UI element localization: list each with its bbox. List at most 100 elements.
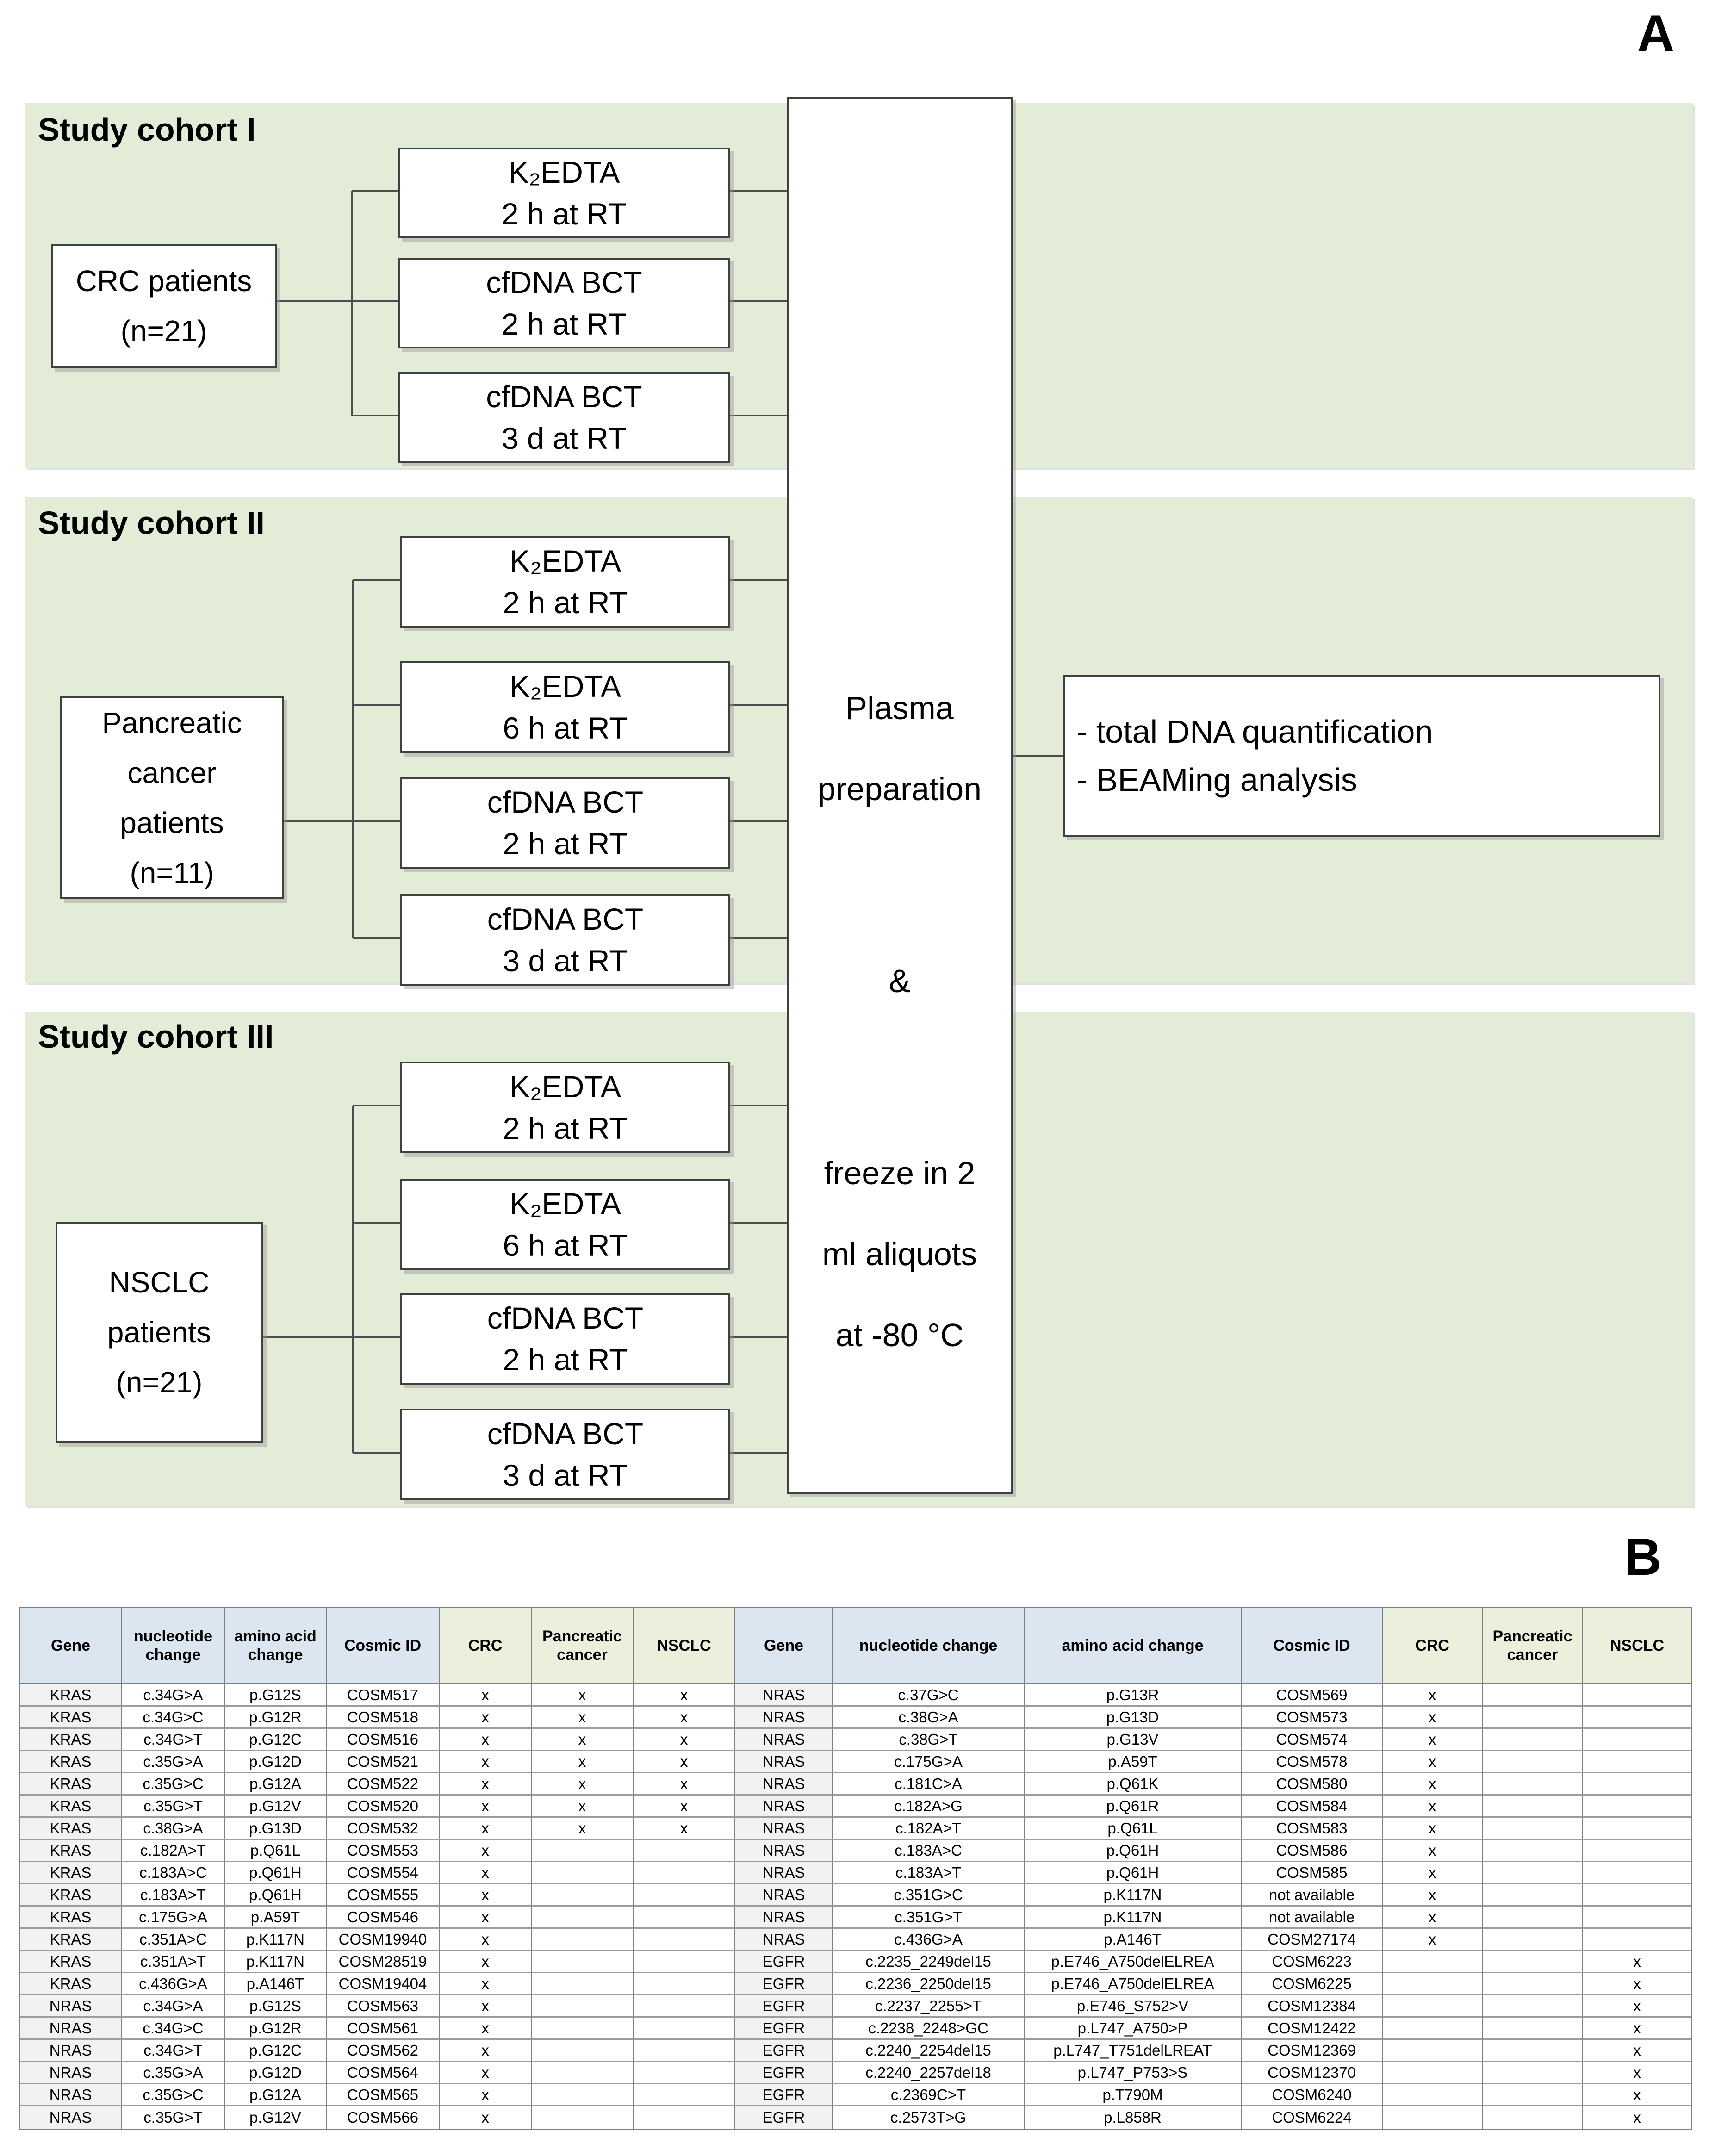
table-cell: x (1383, 1929, 1483, 1951)
table-cell (634, 1862, 735, 1884)
table-cell: COSM6225 (1242, 1973, 1383, 1995)
table-cell: c.34G>C (122, 1707, 225, 1729)
cohort-title-3: Study cohort III (38, 1019, 274, 1055)
table-cell: COSM569 (1242, 1684, 1383, 1707)
table-cell: x (1383, 1751, 1483, 1773)
table-cell: COSM517 (327, 1684, 440, 1707)
table-header-right-crc: CRC (1383, 1608, 1483, 1684)
table-cell: c.35G>C (122, 2084, 225, 2106)
table-cell: COSM27174 (1242, 1929, 1383, 1951)
table-cell: p.L858R (1025, 2106, 1242, 2129)
table-cell: x (1383, 1862, 1483, 1884)
table-cell: COSM521 (327, 1751, 440, 1773)
table-cell: x (440, 1684, 532, 1707)
table-cell: x (1383, 1840, 1483, 1862)
table-cell: x (440, 2084, 532, 2106)
table-cell: x (634, 1796, 735, 1818)
table-cell (1383, 2040, 1483, 2062)
table-cell: c.34G>T (122, 2040, 225, 2062)
table-cell (1383, 2084, 1483, 2106)
table-cell: COSM12384 (1242, 1995, 1383, 2018)
table-cell (1483, 1796, 1583, 1818)
table-cell: x (440, 1973, 532, 1995)
patient-box-2: Pancreatic cancer patients (n=11) (60, 696, 284, 899)
table-cell (532, 2106, 634, 2129)
table-cell: p.G12D (225, 1751, 327, 1773)
tube-box-1-3: cfDNA BCT 3 d at RT (398, 372, 730, 463)
table-cell (1483, 1951, 1583, 1973)
table-cell (1383, 2106, 1483, 2129)
table-cell: p.T790M (1025, 2084, 1242, 2106)
table-cell: COSM518 (327, 1707, 440, 1729)
table-cell: NRAS (735, 1729, 833, 1751)
table-cell (634, 1884, 735, 1907)
table-cell (1483, 1973, 1583, 1995)
tube-box-2-3: cfDNA BCT 2 h at RT (400, 777, 730, 869)
table-cell: c.2238_2248>GC (833, 2018, 1025, 2040)
table-cell: KRAS (20, 1907, 122, 1929)
table-cell: c.38G>T (833, 1729, 1025, 1751)
table-cell: c.182A>T (833, 1818, 1025, 1840)
table-cell: EGFR (735, 2106, 833, 2129)
table-cell: x (440, 1995, 532, 2018)
table-cell: c.351G>C (833, 1884, 1025, 1907)
table-cell (1483, 2040, 1583, 2062)
table-cell: EGFR (735, 1995, 833, 2018)
table-cell (1483, 1907, 1583, 1929)
tube-box-3-2: K₂EDTA 6 h at RT (400, 1179, 730, 1270)
table-cell: COSM585 (1242, 1862, 1383, 1884)
panel-b-label: B (1624, 1528, 1662, 1586)
table-cell: c.35G>T (122, 1796, 225, 1818)
table-cell: COSM578 (1242, 1751, 1383, 1773)
table-cell: COSM564 (327, 2062, 440, 2084)
table-cell: p.G13V (1025, 1729, 1242, 1751)
table-cell: NRAS (735, 1773, 833, 1796)
table-cell: COSM573 (1242, 1707, 1383, 1729)
table-cell (1483, 2062, 1583, 2084)
table-cell: x (1583, 1973, 1691, 1995)
table-header-left-crc: CRC (440, 1608, 532, 1684)
table-cell: NRAS (20, 2084, 122, 2106)
plasma-preparation-box: Plasma preparation & freeze in 2 ml aliq… (787, 97, 1013, 1494)
plasma-text-top: Plasma preparation (817, 690, 982, 807)
analysis-line-beaming: - BEAMing analysis (1076, 762, 1357, 798)
table-cell (1383, 1995, 1483, 2018)
table-cell: EGFR (735, 1973, 833, 1995)
table-cell: c.35G>T (122, 2106, 225, 2129)
table-cell: COSM6240 (1242, 2084, 1383, 2106)
table-cell: x (1583, 2062, 1691, 2084)
table-cell: COSM520 (327, 1796, 440, 1818)
table-cell: x (1383, 1729, 1483, 1751)
table-cell: x (532, 1684, 634, 1707)
table-cell: COSM586 (1242, 1840, 1383, 1862)
table-cell: p.K117N (225, 1929, 327, 1951)
table-cell (532, 1907, 634, 1929)
table-cell: p.A146T (225, 1973, 327, 1995)
table-cell: NRAS (735, 1840, 833, 1862)
table-cell: EGFR (735, 2018, 833, 2040)
table-cell (1583, 1707, 1691, 1729)
table-cell: not available (1242, 1884, 1383, 1907)
panel-a-label: A (1637, 5, 1675, 62)
table-cell: x (634, 1751, 735, 1773)
table-cell (1383, 1951, 1483, 1973)
table-cell: c.2573T>G (833, 2106, 1025, 2129)
table-cell: NRAS (20, 2018, 122, 2040)
table-cell: NRAS (735, 1907, 833, 1929)
table-cell (532, 1995, 634, 2018)
table-cell: NRAS (735, 1707, 833, 1729)
table-cell: EGFR (735, 1951, 833, 1973)
table-cell: c.436G>A (833, 1929, 1025, 1951)
table-cell (1483, 2106, 1583, 2129)
table-cell (634, 2084, 735, 2106)
table-cell: x (1383, 1707, 1483, 1729)
table-cell: KRAS (20, 1796, 122, 1818)
table-cell: COSM563 (327, 1995, 440, 2018)
table-cell: p.G12R (225, 2018, 327, 2040)
table-cell: x (440, 1707, 532, 1729)
table-cell (1583, 1929, 1691, 1951)
table-header-left-cosmic-id: Cosmic ID (327, 1608, 440, 1684)
table-cell: x (440, 2018, 532, 2040)
table-cell: x (1383, 1907, 1483, 1929)
table-cell: p.A59T (225, 1907, 327, 1929)
